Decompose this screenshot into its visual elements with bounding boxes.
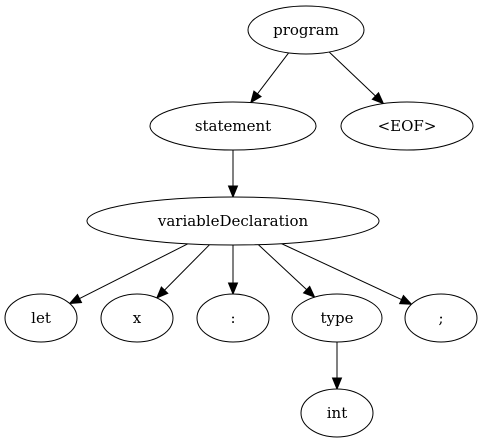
edge-line xyxy=(164,244,210,291)
node-ellipse xyxy=(149,101,317,151)
node-ellipse xyxy=(196,293,270,343)
node-int: int xyxy=(300,388,374,438)
arrowhead xyxy=(227,282,239,296)
arrowhead xyxy=(371,91,385,105)
node-ellipse xyxy=(340,101,474,151)
edge-program-to-statement xyxy=(250,52,289,104)
node-variableDeclaration: variableDeclaration xyxy=(86,196,380,246)
edges-layer xyxy=(68,51,413,391)
arrowhead xyxy=(227,185,239,199)
node-type: type xyxy=(291,293,383,343)
node-eof: <EOF> xyxy=(340,101,474,151)
arrowhead xyxy=(398,294,413,305)
nodes-layer: program statement <EOF> variableDeclaration… xyxy=(4,5,478,438)
arrowhead xyxy=(302,285,316,299)
edge-variableDeclaration-to-let xyxy=(68,243,189,305)
node-ellipse xyxy=(4,293,78,343)
node-label: let xyxy=(31,309,51,327)
edge-statement-to-variableDeclaration xyxy=(227,150,239,199)
node-label: statement xyxy=(195,117,271,135)
node-x: x xyxy=(100,293,174,343)
node-label: ; xyxy=(438,309,443,327)
node-ellipse xyxy=(300,388,374,438)
edge-type-to-int xyxy=(331,342,343,391)
node-statement: statement xyxy=(149,101,317,151)
node-label: int xyxy=(327,404,348,422)
node-label: type xyxy=(321,309,354,327)
node-label: <EOF> xyxy=(378,117,437,135)
node-ellipse xyxy=(86,196,380,246)
node-ellipse xyxy=(247,5,365,55)
arrowhead xyxy=(68,293,83,305)
node-colon: : xyxy=(196,293,270,343)
node-label: variableDeclaration xyxy=(157,212,309,230)
node-program: program xyxy=(247,5,365,55)
node-ellipse xyxy=(404,293,478,343)
node-semicolon: ; xyxy=(404,293,478,343)
node-ellipse xyxy=(291,293,383,343)
edge-line xyxy=(257,52,289,95)
edge-line xyxy=(281,243,402,301)
edge-variableDeclaration-to-semicolon xyxy=(281,243,413,305)
node-ellipse xyxy=(100,293,174,343)
edge-variableDeclaration-to-colon xyxy=(227,245,239,296)
arrowhead xyxy=(331,377,343,391)
edge-line xyxy=(258,244,307,291)
node-let: let xyxy=(4,293,78,343)
edge-variableDeclaration-to-x xyxy=(155,244,210,299)
node-label: program xyxy=(273,21,339,39)
arrowhead xyxy=(155,286,169,299)
edge-variableDeclaration-to-type xyxy=(258,244,316,299)
node-label: : xyxy=(230,309,235,327)
node-label: x xyxy=(133,309,142,327)
edge-line xyxy=(79,243,189,299)
arrowhead xyxy=(250,90,262,104)
edge-program-to-eof xyxy=(328,51,385,105)
edge-line xyxy=(328,51,376,97)
